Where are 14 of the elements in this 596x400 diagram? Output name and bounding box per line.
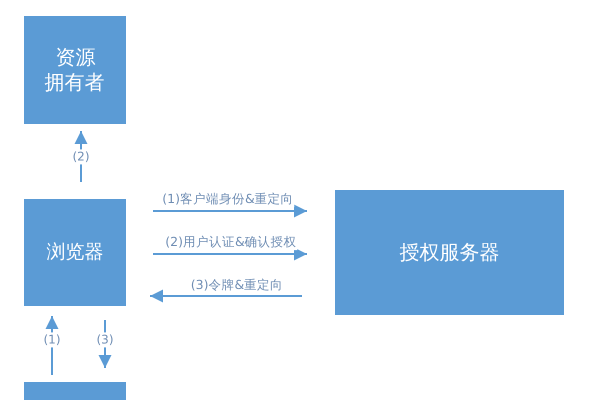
- edge-label: (2): [72, 149, 90, 165]
- entity-box: 授权服务器: [335, 190, 564, 315]
- edge-label: (1): [42, 332, 62, 348]
- arrow: [74, 131, 88, 182]
- edge-label: (1)客户端身份&重定向: [161, 191, 295, 207]
- entity-box: 资源拥有者: [24, 16, 126, 124]
- edge-label: (3): [96, 332, 114, 348]
- entity-box: 浏览器: [24, 199, 126, 306]
- edge-label: (2)用户认证&确认授权: [164, 234, 298, 250]
- arrow: [153, 248, 307, 260]
- arrow: [150, 290, 302, 302]
- arrow: [153, 204, 307, 218]
- empty-box: [24, 382, 126, 400]
- arrow: [98, 320, 112, 368]
